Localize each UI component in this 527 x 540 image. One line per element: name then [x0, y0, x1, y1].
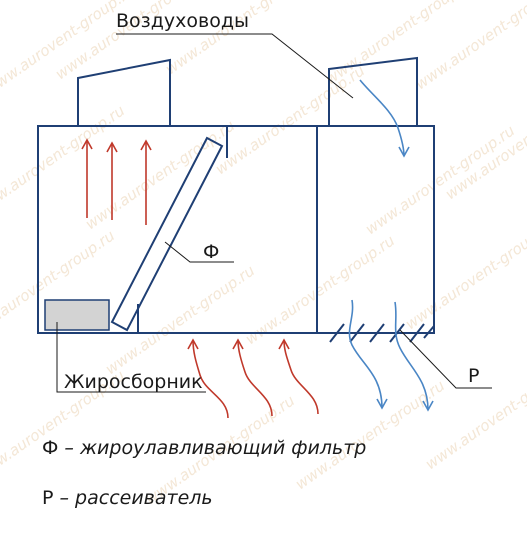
watermark-text: www.aurovent-group.ru	[242, 231, 398, 348]
exhaust-air-arrows	[81, 138, 152, 225]
supply-air-arrows	[348, 79, 434, 412]
grease-collector	[44, 299, 110, 331]
diffuser-slat	[409, 323, 425, 343]
grease-filter	[110, 136, 224, 332]
watermark-text: www.aurovent-group.ru	[292, 376, 448, 493]
watermark-text: www.aurovent-group.ru	[102, 261, 258, 378]
legend-symbol: Р	[42, 487, 53, 509]
grease-collector-label: Жиросборник	[64, 371, 203, 393]
housing-outline	[37, 125, 435, 334]
air-ducts	[77, 56, 418, 127]
diffuser-slat	[329, 323, 345, 343]
diffuser-label: Р	[468, 365, 479, 387]
watermark-text: www.aurovent-group.ru	[82, 116, 238, 233]
diffuser-slat	[389, 323, 405, 343]
housing	[37, 125, 435, 334]
legend-item-diffuser: Р – рассеиватель	[42, 487, 213, 509]
up-arrow-head	[81, 138, 93, 150]
collector-leader	[56, 322, 206, 393]
up-arrow-head	[106, 141, 118, 153]
supply-arrow-head	[398, 146, 410, 158]
legend-text: – жироулавливающий фильтр	[58, 437, 366, 459]
watermark-text: www.aurovent-group.ru	[212, 61, 368, 178]
legend-item-filter: Ф – жироулавливающий фильтр	[42, 437, 366, 459]
supply-arrow-head	[376, 398, 388, 410]
diffuser	[329, 323, 435, 343]
wavy-arrow	[283, 339, 319, 415]
diffuser-slat	[423, 325, 435, 339]
wavy-arrow	[237, 339, 273, 417]
diffuser-slat	[349, 323, 365, 343]
watermark-layer: www.aurovent-group.ru www.aurovent-group…	[0, 0, 527, 508]
filter-label: Ф	[203, 241, 219, 263]
supply-arrow-head	[422, 400, 434, 412]
supply-arrow	[348, 299, 383, 409]
supply-arrow	[359, 79, 405, 157]
leader-lines	[56, 33, 492, 393]
legend: Ф – жироулавливающий фильтр Р – рассеива…	[42, 437, 366, 509]
supply-arrow	[394, 301, 429, 411]
legend-text: – рассеиватель	[53, 487, 212, 509]
watermark-text: www.aurovent-group.ru	[362, 121, 518, 238]
wavy-arrow	[192, 339, 229, 419]
ducts-label: Воздуховоды	[116, 10, 249, 32]
watermark-text: www.aurovent-group.ru	[402, 216, 527, 333]
diffuser-leader	[399, 329, 492, 389]
diffuser-slat	[369, 323, 385, 343]
wavy-arrow-head	[187, 338, 199, 350]
ducts-leader	[116, 33, 354, 99]
wavy-arrow-head	[232, 338, 244, 350]
wavy-arrow-head	[278, 338, 290, 350]
intake-air-arrows	[187, 338, 319, 419]
filter-leader	[164, 241, 234, 263]
legend-symbol: Ф	[42, 437, 58, 459]
up-arrow-head	[140, 139, 152, 151]
